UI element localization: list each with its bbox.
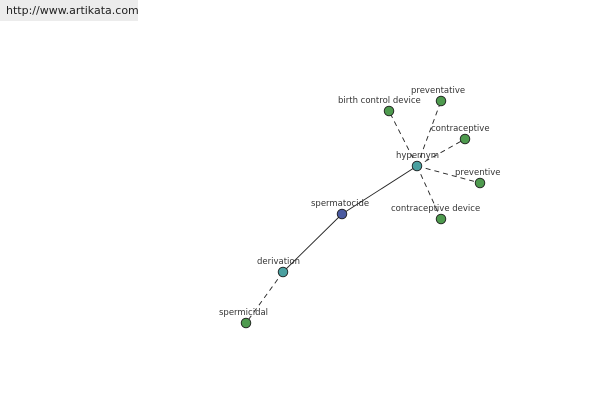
edge-hypernym-preventative: [416, 100, 442, 167]
site-url-banner[interactable]: http://www.artikata.com: [0, 0, 139, 21]
node-label-contraceptive: contraceptive: [431, 124, 490, 134]
edge-spermatocide-derivation: [282, 213, 343, 273]
edge-hypernym-contraceptive: [416, 138, 466, 167]
node-hypernym[interactable]: [411, 160, 423, 172]
node-contraceptive[interactable]: [459, 133, 471, 145]
graph-nodes: [240, 95, 486, 329]
node-spermicidal[interactable]: [240, 317, 252, 329]
edge-hypernym-contraceptive-device: [416, 165, 442, 220]
node-label-preventative: preventative: [411, 86, 465, 96]
edge-spermatocide-hypernym: [341, 165, 418, 215]
site-url-text[interactable]: http://www.artikata.com: [6, 4, 139, 17]
node-label-hypernym: hypernym: [396, 151, 439, 161]
node-preventative[interactable]: [435, 95, 447, 107]
node-label-contraceptive-device: contraceptive device: [391, 204, 480, 214]
edge-derivation-spermicidal: [245, 271, 284, 324]
node-label-spermatocide: spermatocide: [311, 199, 369, 209]
node-contraceptive-device[interactable]: [435, 213, 447, 225]
edge-hypernym-preventive: [416, 165, 481, 184]
node-label-preventive: preventive: [455, 168, 501, 178]
node-label-spermicidal: spermicidal: [219, 308, 268, 318]
node-label-derivation: derivation: [257, 257, 300, 267]
node-birth-control-device[interactable]: [383, 105, 395, 117]
node-preventive[interactable]: [474, 177, 486, 189]
node-derivation[interactable]: [277, 266, 289, 278]
node-spermatocide[interactable]: [336, 208, 348, 220]
edge-hypernym-birth-control-device: [388, 110, 418, 167]
node-label-birth-control-device: birth control device: [338, 96, 421, 106]
graph-edges: [245, 100, 481, 324]
graph-labels: spermatocide hypernym derivation spermicida…: [219, 86, 501, 318]
